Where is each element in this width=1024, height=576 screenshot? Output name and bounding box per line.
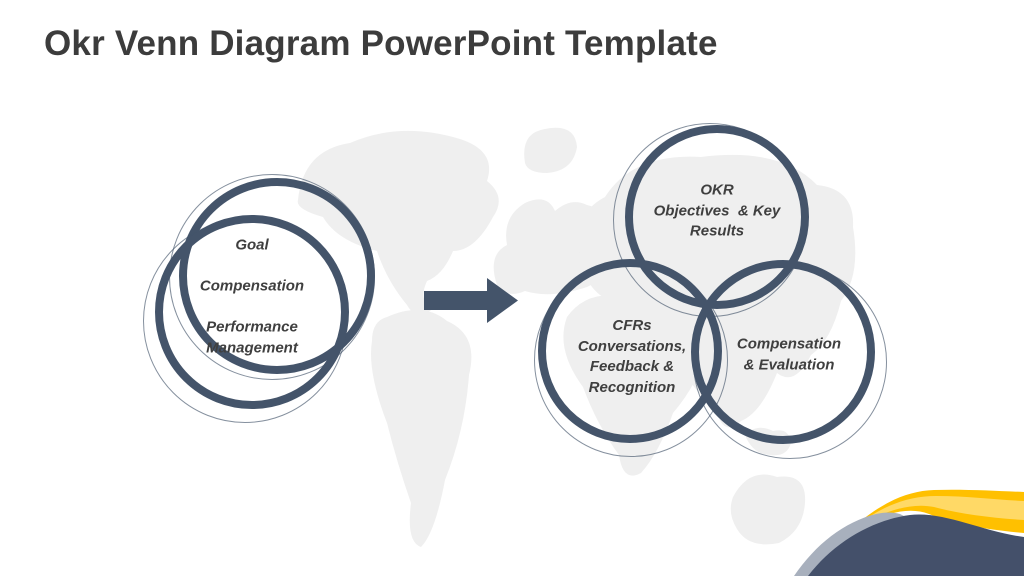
wave-dark <box>808 514 1024 576</box>
wave-gold-light <box>856 496 1024 526</box>
front-circle-ring <box>155 215 349 409</box>
venn-bottom-right-circle-label: Compensation & Evaluation <box>736 335 842 374</box>
right-arrow-icon <box>424 278 518 323</box>
slide-title: Okr Venn Diagram PowerPoint Template <box>44 24 718 63</box>
venn-top-circle-label: OKR Objectives & Key Results <box>653 181 781 240</box>
left-circle-label: Goal Compensation Performance Management <box>199 236 305 357</box>
corner-wave-decoration <box>794 489 1024 576</box>
venn-bottom-right-circle-ring <box>691 260 875 444</box>
venn-bottom-left-circle-label: CFRs Conversations, Feedback & Recogniti… <box>577 317 687 396</box>
